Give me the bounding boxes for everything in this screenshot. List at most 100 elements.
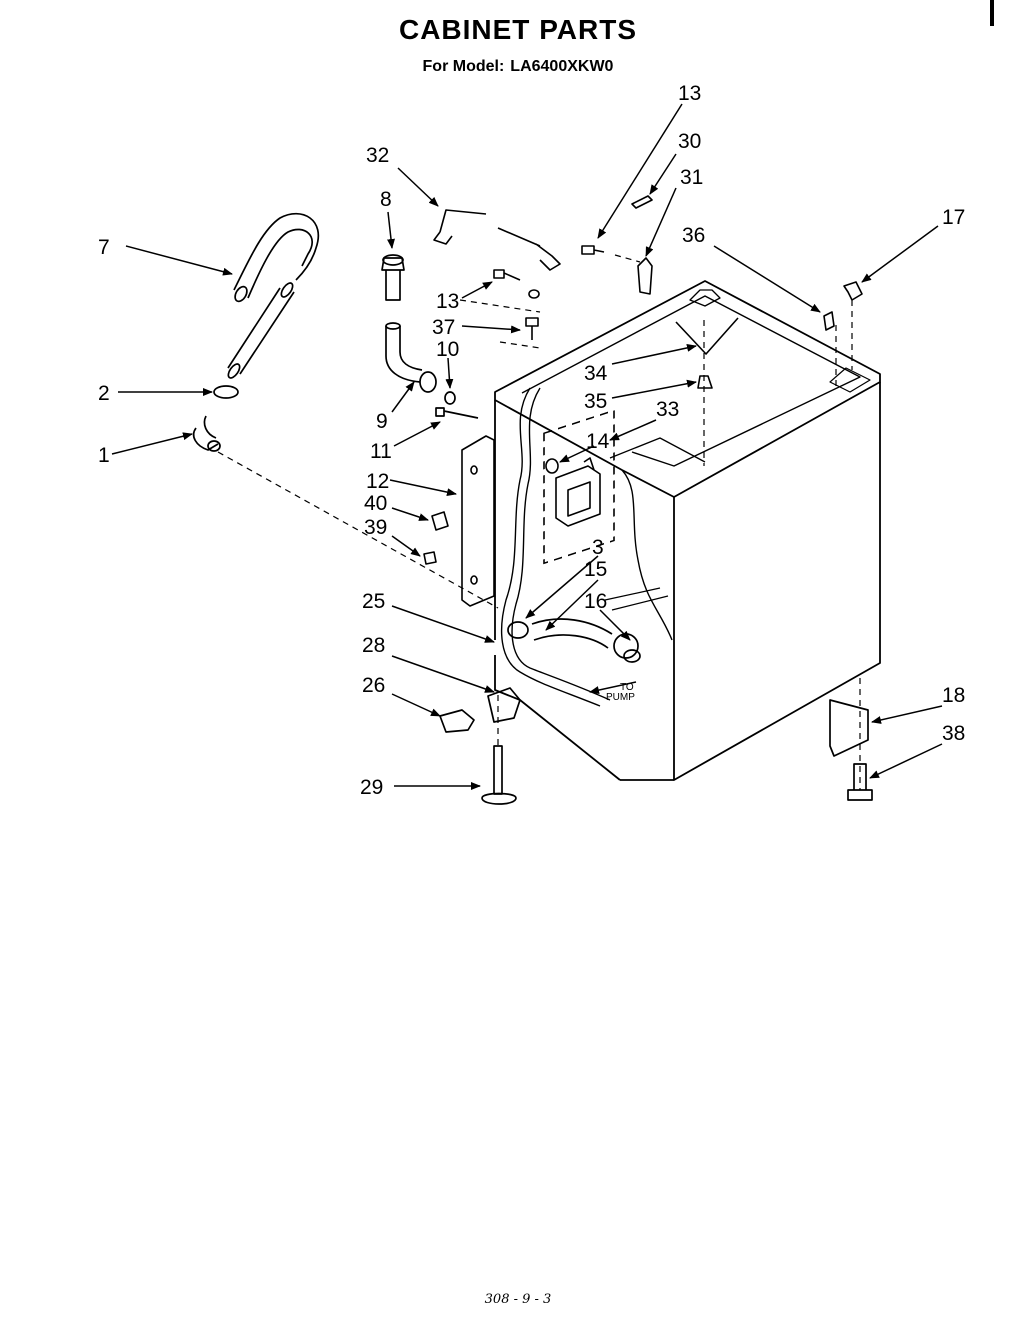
callout-16: 16 — [584, 590, 607, 613]
callout-33: 33 — [656, 398, 679, 421]
callout-38: 38 — [942, 722, 965, 745]
elbow-1 — [192, 415, 219, 451]
spring-34 — [675, 317, 739, 355]
callout-18: 18 — [942, 684, 965, 707]
washer-10 — [444, 391, 456, 405]
u-hose-end — [234, 285, 248, 303]
leg-parts — [439, 687, 873, 805]
leveling-leg-38 — [847, 763, 873, 801]
inlet-tube-9 — [385, 326, 423, 383]
cabinet-left-panel — [494, 400, 621, 781]
corner-registration-mark — [990, 0, 994, 26]
callout-31: 31 — [680, 166, 703, 189]
vacuum-breaker-8 — [381, 257, 405, 301]
u-hose-7 — [233, 212, 320, 299]
fill-hose-parts — [192, 212, 320, 452]
leveling-leg-29 — [481, 745, 517, 805]
cabinet-top-opening — [521, 295, 861, 467]
callout-1: 1 — [98, 444, 110, 467]
callout-14: 14 — [586, 430, 610, 453]
leg-bracket-18 — [829, 699, 869, 757]
cabinet-front-edge — [621, 469, 673, 641]
screw-13b — [493, 269, 521, 281]
screw-13a — [581, 245, 605, 255]
callout-13-left: 13 — [436, 290, 459, 313]
screw-39 — [423, 551, 437, 565]
inlet-coupling — [419, 371, 437, 393]
callout-36: 36 — [682, 224, 705, 247]
straight-hose-bottom — [227, 363, 241, 379]
model-subtitle: For Model: LA6400XKW0 — [0, 58, 1036, 76]
page-code: 308 - 9 - 3 — [484, 1292, 552, 1307]
cabinet-top-front-corner — [829, 367, 871, 393]
callout-26: 26 — [362, 674, 385, 697]
screw-11 — [435, 407, 479, 419]
callout-17: 17 — [942, 206, 965, 229]
leg-bracket-28 — [487, 687, 521, 723]
cabinet-inner-left — [604, 587, 669, 611]
wire-harness-32 — [433, 209, 487, 245]
model-prefix: For Model: — [422, 58, 505, 75]
callout-29: 29 — [360, 776, 383, 799]
callout-28: 28 — [362, 634, 385, 657]
cabinet-inner-back — [609, 437, 706, 463]
assembly-lines — [217, 254, 861, 790]
callout-8: 8 — [380, 188, 392, 211]
cabinet-corner-bracket — [689, 289, 721, 307]
callout-39: 39 — [364, 516, 387, 539]
bracket-26 — [439, 709, 475, 733]
to-pump-label-line2: PUMP — [606, 692, 635, 703]
callout-7: 7 — [98, 236, 110, 259]
wiring — [501, 387, 611, 707]
page-title: CABINET PARTS — [398, 14, 638, 45]
callout-35: 35 — [584, 390, 607, 413]
callout-34: 34 — [584, 362, 608, 385]
callout-2: 2 — [98, 382, 110, 405]
straight-hose-top — [280, 282, 294, 298]
washer-13b — [528, 289, 540, 299]
bumper-36 — [823, 311, 835, 331]
callout-10: 10 — [436, 338, 459, 361]
bumper-35 — [697, 375, 713, 389]
timer-box-outline — [543, 409, 615, 565]
back-panel-12 — [461, 435, 495, 607]
drain-hose-parts — [507, 618, 641, 663]
elbow-1-end — [207, 440, 221, 452]
inlet-tube-assembly — [381, 254, 479, 419]
screw-37 — [525, 317, 539, 340]
side-panel-parts — [423, 435, 495, 607]
right-top-parts — [675, 281, 863, 389]
bracket-31 — [637, 257, 653, 295]
hose-clamp-2 — [213, 385, 239, 399]
top-parts — [433, 195, 653, 340]
callout-13-top: 13 — [678, 82, 701, 105]
callout-32: 32 — [366, 144, 389, 167]
timer-switch-14 — [545, 457, 601, 527]
callout-12: 12 — [366, 470, 389, 493]
cabinet-top-rim — [494, 280, 881, 498]
cabinet-body — [494, 280, 881, 781]
switch-probe — [497, 227, 561, 271]
clamp-3 — [507, 621, 529, 639]
callout-25: 25 — [362, 590, 385, 613]
callout-9: 9 — [376, 410, 388, 433]
cabinet-front-panel — [673, 382, 881, 781]
clip-30 — [631, 195, 653, 209]
callout-30: 30 — [678, 130, 701, 153]
leader-lines — [111, 103, 943, 790]
straight-hose — [227, 287, 295, 375]
clip-17 — [843, 281, 863, 301]
clamp-16 — [613, 633, 639, 659]
inlet-tube-top — [385, 322, 401, 330]
callout-37: 37 — [432, 316, 455, 339]
callout-40: 40 — [364, 492, 387, 515]
drain-hose-15 — [531, 618, 613, 649]
to-pump-label-line1: TO — [620, 682, 634, 693]
model-number: LA6400XKW0 — [510, 58, 614, 75]
callout-15: 15 — [584, 558, 607, 581]
callout-3: 3 — [592, 536, 604, 559]
vacuum-breaker-top — [382, 254, 404, 266]
clip-40 — [431, 511, 449, 531]
callout-11: 11 — [370, 440, 392, 463]
